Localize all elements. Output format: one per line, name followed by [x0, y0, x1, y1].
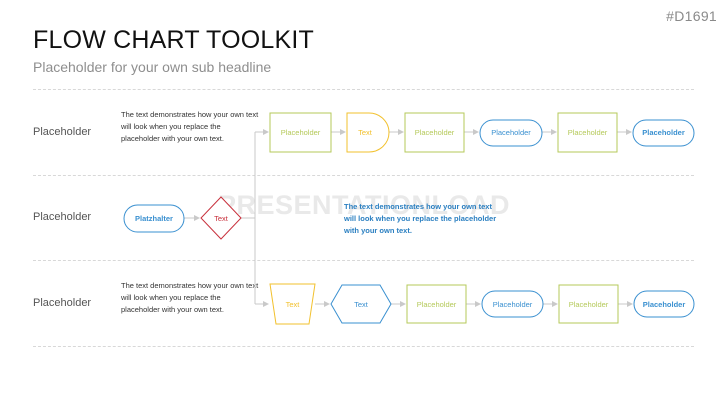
bottom-preparation-text: Text [354, 300, 369, 309]
top-terminator-1-text: Placeholder [491, 128, 531, 137]
connector-lines [184, 129, 633, 307]
decision-diamond: Text [200, 196, 242, 240]
top-process-1-text: Placeholder [281, 128, 321, 137]
page-subtitle: Placeholder for your own sub headline [33, 59, 272, 75]
bottom-manual-operation: Text [269, 283, 316, 325]
watermark: PRESENTATIONLOAD [218, 190, 511, 220]
top-process-3: Placeholder [557, 112, 618, 153]
row-divider [33, 89, 694, 90]
top-terminator-1: Placeholder [479, 119, 543, 147]
bottom-manual-operation-text: Text [286, 300, 301, 309]
row-divider [33, 260, 694, 261]
bottom-process-1: Placeholder [406, 284, 467, 324]
row-label-3: Placeholder [33, 297, 92, 309]
bottom-process-2-text: Placeholder [569, 300, 609, 309]
top-process-1: Placeholder [269, 112, 332, 153]
row-description-3: The text demonstrates how your own text … [121, 281, 259, 314]
top-process-3-text: Placeholder [568, 128, 608, 137]
bottom-process-1-text: Placeholder [417, 300, 457, 309]
top-delay: Text [346, 112, 390, 153]
start-terminator: Platzhalter [123, 204, 185, 233]
top-process-2: Placeholder [404, 112, 465, 153]
bottom-terminator-end: Placeholder [633, 290, 695, 318]
bottom-preparation: Text [330, 284, 392, 324]
top-terminator-end: Placeholder [632, 119, 695, 147]
top-process-2-text: Placeholder [415, 128, 455, 137]
row-label-1: Placeholder [33, 126, 92, 138]
bottom-terminator-end-text: Placeholder [643, 300, 686, 309]
row-divider [33, 175, 694, 176]
slide-code: #D1691 [666, 8, 717, 24]
top-delay-text: Text [358, 128, 373, 137]
center-note: The text demonstrates how your own text … [344, 202, 497, 235]
row-label-2: Placeholder [33, 211, 92, 223]
page-title: FLOW CHART TOOLKIT [33, 26, 314, 54]
start-terminator-text: Platzhalter [135, 214, 173, 223]
top-terminator-end-text: Placeholder [642, 128, 685, 137]
row-description-1: The text demonstrates how your own text … [121, 110, 259, 143]
bottom-process-2: Placeholder [558, 284, 619, 324]
decision-text: Text [214, 214, 229, 223]
row-divider [33, 346, 694, 347]
bottom-terminator-1: Placeholder [481, 290, 544, 318]
bottom-terminator-1-text: Placeholder [493, 300, 533, 309]
